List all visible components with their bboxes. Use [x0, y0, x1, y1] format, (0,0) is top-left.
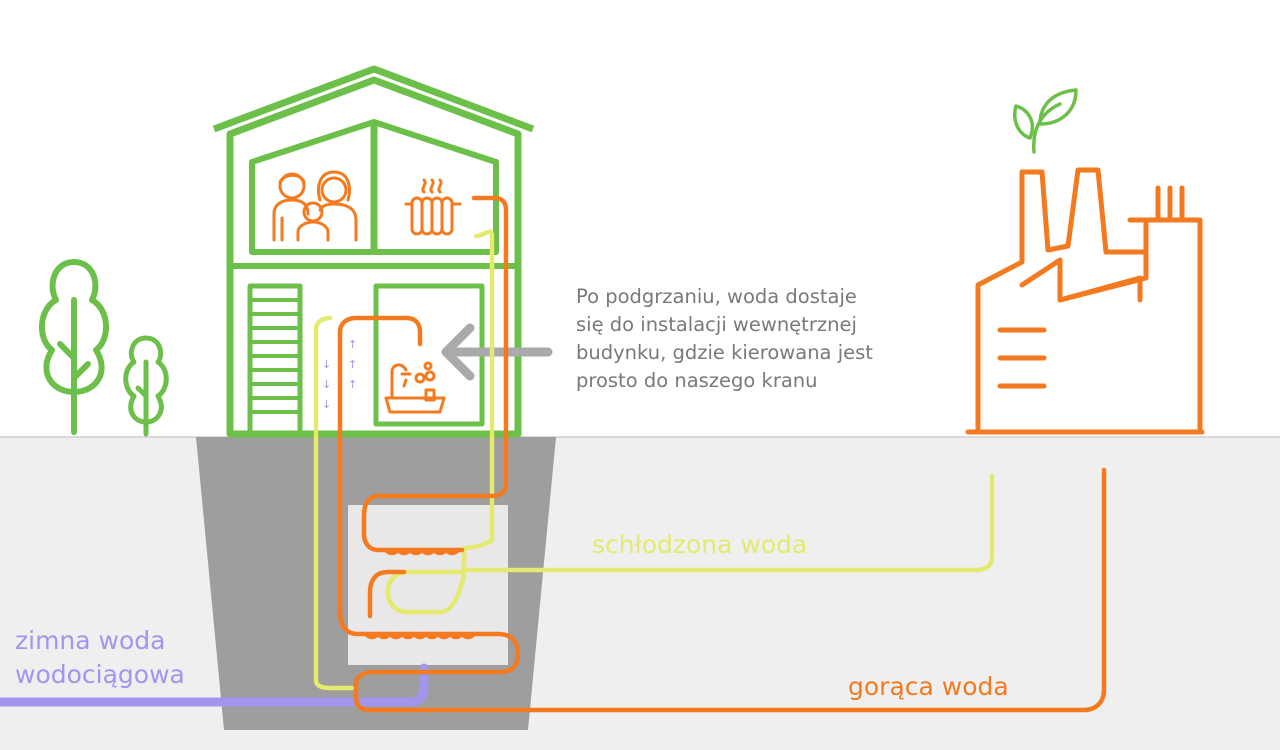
hot-water-label: gorąca woda — [848, 672, 1009, 701]
cold-water-label: zimna woda wodociągowa — [15, 624, 185, 692]
family-icon — [272, 170, 358, 242]
description-text: Po podgrzaniu, woda dostaje się do insta… — [576, 283, 936, 395]
description-line-1: Po podgrzaniu, woda dostaje — [576, 285, 857, 308]
svg-text:↑: ↑ — [348, 378, 357, 391]
svg-text:↓: ↓ — [322, 358, 331, 371]
svg-text:↑: ↑ — [348, 358, 357, 371]
chilled-water-pipe — [313, 229, 995, 691]
description-line-2: się do instalacji wewnętrznej — [576, 313, 857, 336]
stairs — [250, 298, 300, 414]
description-line-3: budynku, gdzie kierowana jest — [576, 341, 873, 364]
description-line-4: prosto do naszego kranu — [576, 369, 818, 392]
chilled-water-label: schłodzona woda — [592, 530, 808, 559]
svg-text:↓: ↓ — [322, 398, 331, 411]
radiator-icon — [404, 178, 462, 236]
cold-water-label-line-2: wodociągowa — [15, 660, 185, 689]
house — [212, 65, 535, 438]
hot-water-pipe — [337, 195, 1107, 713]
gray-arrow-icon — [441, 323, 553, 381]
bathtub-icon — [384, 361, 446, 414]
svg-text:↑: ↑ — [348, 338, 357, 351]
small-tree-icon — [123, 335, 169, 437]
factory-icon — [965, 167, 1205, 435]
svg-text:↓: ↓ — [322, 378, 331, 391]
cold-water-label-line-1: zimna woda — [15, 626, 166, 655]
flow-arrows: ↓ ↓ ↓ ↑ ↑ ↑ — [322, 338, 357, 411]
cold-water-pipe — [0, 663, 429, 707]
tree-icon — [38, 259, 110, 435]
sprout-icon — [1013, 88, 1078, 154]
